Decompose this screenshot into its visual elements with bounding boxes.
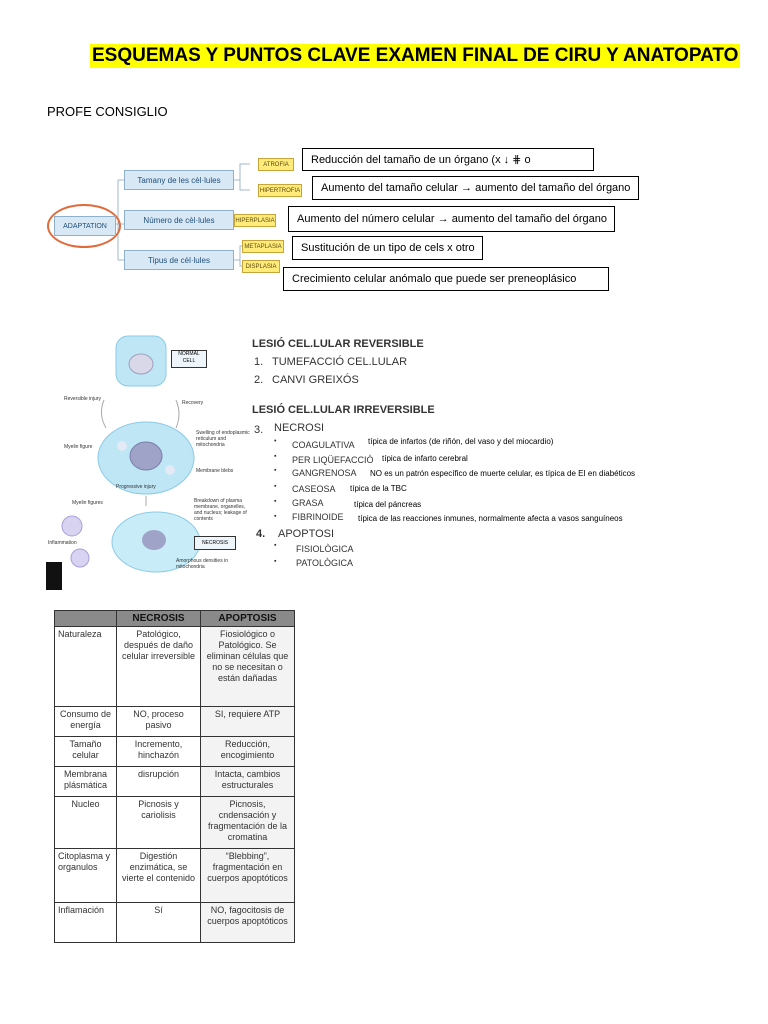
apoptosi-type-2: PATOLÒGICA [296, 558, 354, 568]
tag-hiperplasia: HIPERPLASIA [234, 214, 276, 227]
bullet: ▪ [274, 542, 277, 549]
reversible-heading: LESIÓ CEL.LULAR REVERSIBLE [252, 338, 424, 350]
note-gangrenosa: NO es un patrón específico de muerte cel… [370, 469, 636, 478]
cell-injury-figure: NORMAL CELL Reversible injury Recovery M… [46, 330, 256, 590]
reversible-injury-label: Reversible injury [64, 396, 101, 402]
document-title: ESQUEMAS Y PUNTOS CLAVE EXAMEN FINAL DE … [90, 44, 741, 68]
apoptosis-cell: Intacta, cambios estructurales [200, 766, 295, 797]
branch-cell-number: Número de cèl·lules [124, 210, 234, 230]
item-number: 2. [254, 374, 264, 386]
apoptosi-type-1: FISIOLÒGICA [296, 544, 354, 554]
table-row: Citoplasma y organulos Digestión enzimát… [54, 848, 295, 903]
note-fibrinoide: típica de las reacciones inmunes, normal… [358, 514, 623, 523]
note-liquefaccio: típica de infarto cerebral [382, 454, 468, 463]
bullet: ▪ [274, 467, 277, 474]
myelin-figure-label: Myelin figure [64, 444, 93, 450]
tag-displasia: DISPLASIA [242, 260, 280, 273]
amorphous-label: Amorphous densities in mitochondria [176, 558, 228, 570]
bullet: ▪ [274, 453, 277, 460]
necrosis-cell: Digestión enzimática, se vierte el conte… [116, 848, 201, 903]
table-row: Membrana plásmática disrupción Intacta, … [54, 766, 295, 797]
table-row: Inflamación Sí NO, fagocitosis de cuerpo… [54, 902, 295, 943]
necrosis-cell: Sí [116, 902, 201, 943]
root-highlight-ring [47, 204, 121, 248]
row-label: Citoplasma y organulos [54, 848, 117, 903]
adaptation-diagram: ADAPTATION Tamany de les cèl·lules Númer… [44, 140, 302, 300]
normal-cell-label: NORMAL CELL [171, 350, 207, 368]
apoptosi-label: APOPTOSI [278, 528, 335, 540]
apoptosis-cell: NO, fagocitosis de cuerpos apoptóticos [200, 902, 295, 943]
progressive-injury-label: Progressive injury [116, 484, 156, 490]
desc-atrofia: Reducción del tamaño de un órgano (x ↓ ⋕… [302, 148, 594, 171]
table-row: Tamaño celular Incremento, hinchazón Red… [54, 736, 295, 767]
necrosis-cell: Picnosis y cariolisis [116, 796, 201, 849]
row-label: Tamaño celular [54, 736, 117, 767]
necrosis-cell: NO, proceso pasivo [116, 706, 201, 737]
cell-illustration [46, 335, 201, 590]
item-number: 1. [254, 356, 264, 368]
necrosi-type-gangrenosa: GANGRENOSA [292, 468, 357, 478]
necrosis-apoptosis-table: NECROSIS APOPTOSIS Naturaleza Patológico… [54, 610, 295, 943]
recovery-label: Recovery [182, 400, 204, 406]
branch-cell-size: Tamany de les cèl·lules [124, 170, 234, 190]
bullet: ▪ [274, 498, 277, 505]
membrane-blebs-label: Membrane blebs [196, 468, 234, 474]
bullet: ▪ [274, 558, 277, 565]
item-number: 4. [256, 528, 266, 540]
note-caseosa: típica de la TBC [350, 484, 407, 493]
reversible-item-1: TUMEFACCIÓ CEL.LULAR [272, 356, 408, 368]
apoptosis-cell: Fiosiológico o Patológico. Se eliminan c… [200, 626, 295, 707]
tag-hipertrofia: HIPERTROFIA [258, 184, 302, 197]
necrosis-cell: Incremento, hinchazón [116, 736, 201, 767]
note-grasa: típica del páncreas [354, 500, 422, 509]
item-number: 3. [254, 424, 264, 436]
necrosi-type-fibrinoide: FIBRINOIDE [292, 512, 344, 522]
table-row: Nucleo Picnosis y cariolisis Picnosis, c… [54, 796, 295, 849]
table-header: APOPTOSIS [200, 610, 295, 627]
necrosis-cell: disrupción [116, 766, 201, 797]
row-label: Inflamación [54, 902, 117, 943]
desc-metaplasia: Sustitución de un tipo de cels x otro [292, 236, 483, 260]
cell-lesion-list: LESIÓ CEL.LULAR REVERSIBLE 1. TUMEFACCIÓ… [252, 336, 692, 576]
necrosi-type-coagulativa: COAGULATIVA [292, 440, 355, 450]
table-header: NECROSIS [116, 610, 201, 627]
apoptosis-cell: “Blebbing”, fragmentación en cuerpos apo… [200, 848, 295, 903]
row-label: Nucleo [54, 796, 117, 849]
tag-metaplasia: METAPLASIA [242, 240, 284, 253]
bullet: ▪ [274, 483, 277, 490]
table-row: Consumo de energía NO, proceso pasivo SI… [54, 706, 295, 737]
row-label: Consumo de energía [54, 706, 117, 737]
swelling-label: Swelling of endoplasmic reticulum and mi… [196, 430, 250, 448]
apoptosis-cell: Picnosis, cndensación y fragmentación de… [200, 796, 295, 849]
note-coagulativa: típica de infartos (de riñón, del vaso y… [368, 437, 554, 446]
table-row: Naturaleza Patológico, después de daño c… [54, 626, 295, 707]
desc-hipertrofia: Aumento del tamaño celular → aumento del… [312, 176, 639, 200]
tag-atrofia: ATROFIA [258, 158, 294, 171]
necrosis-cell: Patológico, después de daño celular irre… [116, 626, 201, 707]
necrosi-type-liquefaccio: PER LIQÜEFACCIÓ [292, 455, 374, 465]
necrosi-type-grasa: GRASA [292, 498, 324, 508]
table-header-row: NECROSIS APOPTOSIS [54, 610, 295, 627]
myelin-figures-label: Myelin figures [72, 500, 103, 506]
necrosi-type-caseosa: CASEOSA [292, 484, 336, 494]
inflammation-label: Inflammation [48, 540, 77, 546]
section-heading: PROFE CONSIGLIO [47, 104, 168, 119]
branch-cell-type: Tipus de cèl·lules [124, 250, 234, 270]
table-header [54, 610, 117, 627]
row-label: Membrana plásmática [54, 766, 117, 797]
apoptosis-cell: Reducción, encogimiento [200, 736, 295, 767]
desc-hiperplasia: Aumento del número celular → aumento del… [288, 206, 615, 232]
irreversible-heading: LESIÓ CEL.LULAR IRREVERSIBLE [252, 404, 435, 416]
necrosi-label: NECROSI [274, 422, 325, 434]
desc-displasia: Crecimiento celular anómalo que puede se… [283, 267, 609, 291]
reversible-item-2: CANVI GREIXÓS [272, 374, 359, 386]
bullet: • [274, 438, 277, 445]
bullet: ▪ [274, 513, 277, 520]
apoptosis-cell: SI, requiere ATP [200, 706, 295, 737]
row-label: Naturaleza [54, 626, 117, 707]
adaptation-root: ADAPTATION [54, 216, 116, 236]
necrosis-label: NECROSIS [194, 536, 236, 550]
breakdown-label: Breakdown of plasma membrane, organelles… [194, 498, 247, 522]
